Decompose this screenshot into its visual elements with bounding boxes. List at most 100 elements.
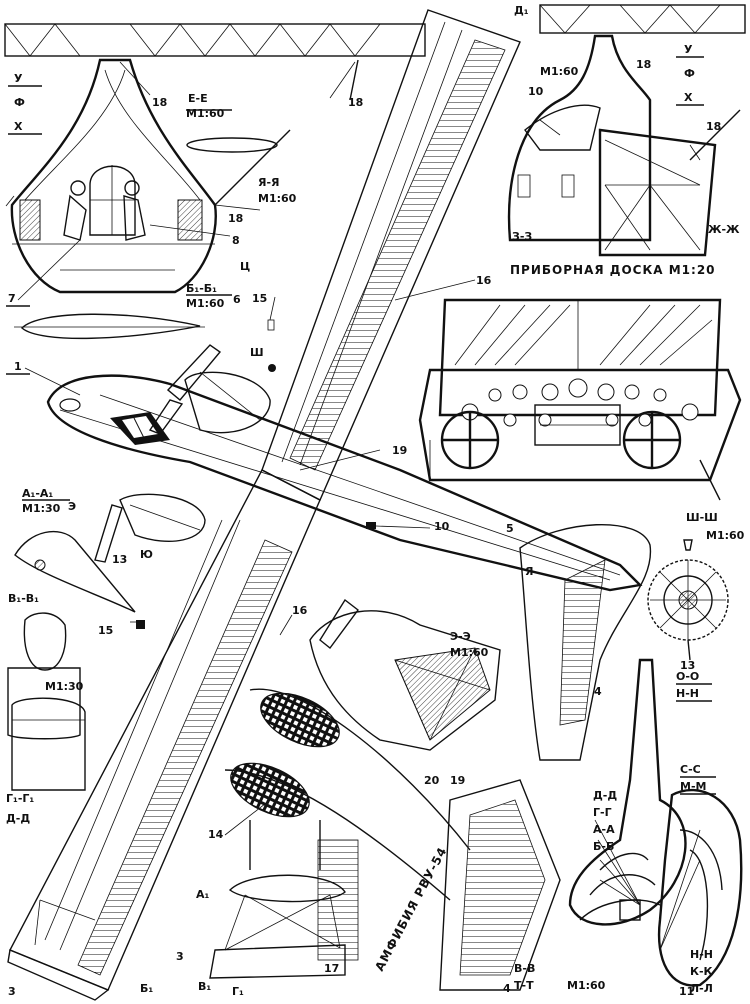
view-sh: Ш (250, 346, 264, 359)
engine-front-shsh (647, 539, 729, 661)
label-v1-scale: M1:30 (45, 680, 84, 693)
wing-upper (261, 9, 521, 501)
callout-18c: 18 (228, 212, 243, 225)
callout-13a: 13 (112, 553, 127, 566)
label-ee: Е-Е (188, 92, 208, 105)
label-nn: Н-Н (676, 687, 699, 700)
label-vv: В-В (514, 962, 535, 975)
label-yaya: Я-Я (258, 176, 280, 189)
view-u2: У (684, 43, 693, 56)
callout-7: 7 (8, 292, 16, 305)
instrument-panel-drawing (418, 298, 742, 501)
airfoil-yaya (186, 137, 278, 153)
label-d1d1: Д-Д (6, 812, 30, 825)
label-b1b1-scale: M1:60 (186, 297, 225, 310)
view-f1: Ф (14, 96, 25, 109)
view-a1: А₁ (196, 888, 210, 901)
label-zz: З-З (512, 230, 532, 243)
fitting-10 (366, 522, 376, 529)
label-a1a1: А₁-А₁ (22, 487, 53, 500)
label-shsh-scale: M1:60 (706, 529, 745, 542)
callout-10b: 10 (434, 520, 450, 533)
callout-18d: 18 (636, 58, 651, 71)
leader-lines (17, 61, 701, 836)
label-nn2: Н-Н (690, 948, 713, 961)
callout-18b: 18 (348, 96, 363, 109)
fitting-15 (136, 620, 145, 629)
tailplane (439, 523, 652, 991)
callout-18a: 18 (152, 96, 167, 109)
callout-10a: 10 (528, 85, 544, 98)
callout-19a: 19 (392, 444, 407, 457)
fitting-6 (267, 319, 275, 331)
view-g1: Г₁ (232, 985, 244, 998)
view-h2: Х (684, 91, 693, 104)
view-yu: Ю (140, 548, 153, 561)
label-v1v1: В₁-В₁ (8, 592, 39, 605)
label-aa: А-А (593, 823, 615, 836)
label-ee-scale: M1:60 (186, 107, 225, 120)
label-oo: О-О (676, 670, 699, 683)
callout-19b: 19 (450, 774, 465, 787)
aircraft-plan-view (7, 9, 652, 1001)
airfoil-b1b1 (20, 313, 201, 340)
callout-11: 11 (679, 985, 694, 998)
observer-blisters (224, 688, 471, 901)
label-zz-scale: M1:60 (540, 65, 579, 78)
callout-20: 20 (424, 774, 440, 787)
text-labels: Е-Е M1:60 Я-Я M1:60 Б₁-Б₁ M1:60 А₁-А₁ M1… (6, 4, 745, 998)
label-tt: Т-Т (514, 979, 534, 992)
view-u1: У (14, 72, 23, 85)
callout-6: 6 (233, 293, 241, 306)
callout-16b: 16 (292, 604, 308, 617)
label-vt-scale: M1:60 (567, 979, 606, 992)
callout-15b: 15 (98, 624, 113, 637)
view-ts: Ц (240, 260, 250, 273)
wing-lower (7, 469, 321, 1001)
callout-8: 8 (232, 234, 240, 247)
callout-3b: 3 (8, 985, 16, 998)
callout-17: 17 (324, 962, 339, 975)
title-aircraft: АМФИБИЯ РВУ-54 (372, 844, 449, 973)
label-g1g1: Г₁-Г₁ (6, 792, 34, 805)
callout-15a: 15 (252, 292, 267, 305)
view-f2: Ф (684, 67, 695, 80)
callout-5: 5 (506, 522, 514, 535)
label-a1a1-scale: M1:30 (22, 502, 61, 515)
callout-14: 14 (208, 828, 224, 841)
view-ya: Я (525, 565, 533, 578)
label-shsh: Ш-Ш (686, 511, 718, 524)
view-v1: В₁ (198, 980, 211, 993)
section-ee-drawing (4, 23, 426, 294)
label-ee2-scale: M1:60 (450, 646, 489, 659)
callout-18e: 18 (706, 120, 721, 133)
engine-nacelle-upper (148, 344, 271, 435)
title-instrument-panel: ПРИБОРНАЯ ДОСКА M1:20 (510, 263, 716, 277)
view-b1: Б₁ (140, 982, 153, 995)
callout-4a: 4 (594, 685, 602, 698)
view-e: Э (68, 500, 76, 513)
label-kk: К-К (690, 965, 713, 978)
float-section-drawing (209, 820, 359, 979)
label-gg: Г-Г (593, 806, 612, 819)
section-a1a1-drawing (14, 530, 136, 613)
view-h1: Х (14, 120, 23, 133)
callout-1: 1 (14, 360, 22, 373)
callout-3a: 3 (176, 950, 184, 963)
callout-16a: 16 (476, 274, 492, 287)
label-zhzh: Ж-Ж (708, 223, 740, 236)
label-b1b1: Б₁-Б₁ (186, 282, 217, 295)
label-yaya-scale: M1:60 (258, 192, 297, 205)
view-d1: Д₁ (514, 4, 529, 17)
fitting-circle (268, 364, 276, 372)
label-underlines (6, 56, 716, 795)
engine-nacelle-lower (94, 493, 206, 563)
label-mm: М-М (680, 780, 706, 793)
callout-13b: 13 (680, 659, 695, 672)
label-ee2: Э-Э (450, 630, 471, 643)
callout-4b: 4 (503, 982, 511, 995)
tail-fin-sections-drawing (568, 658, 743, 987)
section-v1v1-drawing (7, 612, 86, 791)
section-zz-drawing (507, 4, 746, 257)
